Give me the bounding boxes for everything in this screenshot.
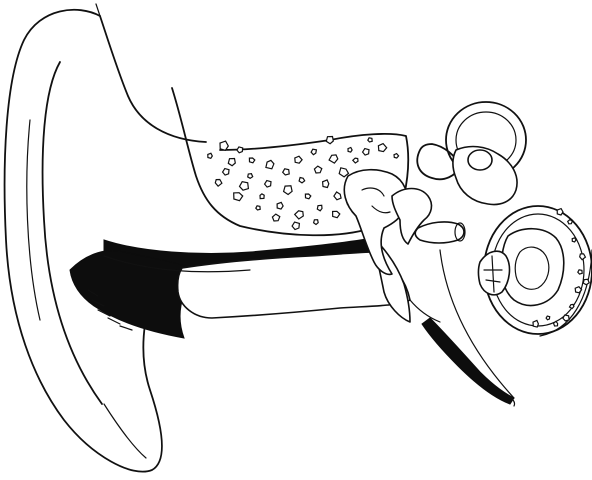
mastoid-air-cell [314, 220, 319, 225]
mastoid-air-cell [292, 222, 299, 229]
mastoid-air-cell [339, 168, 348, 177]
mastoid-air-cell [348, 148, 352, 153]
semicircular-canals [417, 102, 526, 204]
mastoid-air-cell [363, 149, 369, 156]
auricle [5, 4, 206, 472]
cochlea-bone-cell [546, 316, 550, 320]
eustachian-edge-2 [410, 300, 440, 322]
mastoid-air-cell [215, 180, 222, 187]
mastoid-air-cell [256, 206, 260, 210]
cochlea-bone-cell [575, 287, 581, 293]
mastoid-air-cell [249, 158, 254, 163]
cochlea-bone-cell [568, 220, 573, 224]
mastoid-air-cell [305, 194, 310, 199]
mastoid-air-cell [326, 137, 333, 144]
mastoid-air-cell [378, 144, 386, 152]
mastoid-air-cell [220, 141, 228, 150]
lobule-edge [104, 404, 146, 458]
ampulla [468, 150, 492, 170]
cochlea-bone-cell [533, 320, 538, 327]
mastoid-air-cell [208, 153, 213, 158]
cochlea-bone-cell [570, 304, 574, 308]
mastoid-air-cell [314, 166, 321, 173]
cochlea-bone-cell [580, 254, 586, 260]
mastoid-air-cell [237, 147, 243, 153]
mastoid-air-cell [284, 186, 293, 195]
cochlea-inner-coil [501, 229, 563, 306]
mastoid-air-cell [334, 192, 341, 200]
mastoid-air-cell [277, 202, 283, 209]
mastoid-air-cell [368, 138, 372, 142]
mastoid-air-cell [317, 205, 322, 211]
mastoid-air-cell [295, 211, 304, 219]
mastoid-air-cell [299, 178, 305, 183]
mastoid-air-cell [295, 156, 302, 163]
mastoid-air-cell [228, 159, 235, 166]
mastoid-air-cell [240, 182, 249, 191]
cochlea [479, 206, 592, 336]
eustachian-wedge [422, 318, 514, 404]
ear-canal [70, 238, 410, 338]
mastoid-air-cell [248, 174, 253, 179]
cochlea-bone-cell [557, 209, 563, 215]
mastoid-air-cell [265, 181, 271, 188]
cochlea-bone-cell [578, 270, 582, 274]
antihelix-fold [43, 62, 102, 404]
mastoid-air-cell [323, 180, 329, 188]
cochlea-bone-cell [572, 238, 576, 242]
mastoid-air-cell [266, 160, 274, 168]
mastoid-air-cell [394, 154, 399, 158]
mastoid-air-cell [234, 193, 243, 201]
mastoid-air-cell [223, 169, 229, 176]
mastoid-air-cell [333, 211, 340, 217]
mastoid-air-cell [311, 149, 316, 155]
cochlea-bone-cell [563, 315, 569, 321]
scapha-line [27, 120, 40, 320]
mastoid-air-cell [329, 155, 338, 163]
helix-crus-upper [100, 16, 206, 142]
cochlea-bone-cell [583, 279, 589, 284]
mastoid-air-cell [353, 158, 358, 163]
mastoid-air-cell [272, 214, 279, 221]
cochlea-bone-cell [554, 321, 558, 326]
mastoid-air-cell [283, 169, 290, 175]
mastoid-air-cell [260, 194, 264, 199]
